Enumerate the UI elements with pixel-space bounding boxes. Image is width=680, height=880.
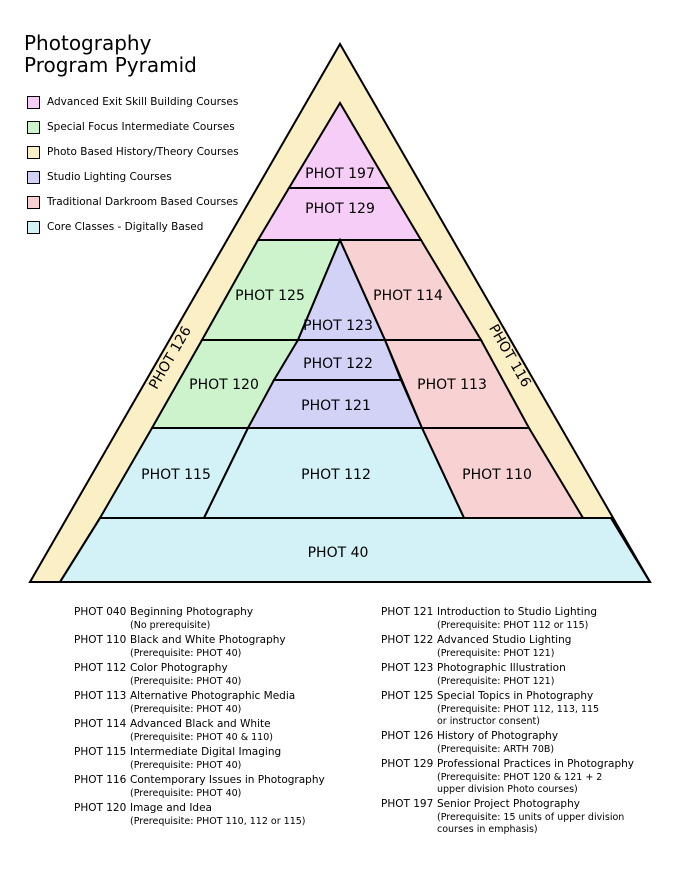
block-label-phot121: PHOT 121 [301,398,371,414]
course-code: PHOT 129 [381,758,434,770]
block-label-phot129: PHOT 129 [305,201,375,217]
course-prereq-line: (Prerequisite: PHOT 120 & 121 + 2 [437,772,603,783]
course-prereq-line: (Prerequisite: PHOT 112, 113, 115 [437,704,600,715]
block-label-phot40: PHOT 40 [308,545,369,561]
course-prereq: (Prerequisite: PHOT 40 & 110) [130,732,273,744]
course-prereq-line: (Prerequisite: PHOT 112 or 115) [437,620,589,631]
legend-swatch [27,221,40,234]
course-prereq: (No prerequisite) [130,620,210,632]
course-name: Beginning Photography [130,606,254,618]
title-line-1: Photography [24,31,152,55]
course-code: PHOT 115 [74,746,127,758]
block-label-phot113: PHOT 113 [417,377,487,393]
course-name: Professional Practices in Photography [437,758,634,770]
course-prereq-line: (Prerequisite: PHOT 40) [130,704,242,715]
course-name: Advanced Black and White [130,718,271,730]
course-name: Special Topics in Photography [437,690,594,702]
course-prereq-line: courses in emphasis) [437,824,538,835]
course-prereq-line: (Prerequisite: PHOT 40) [130,788,242,799]
course-prereq: (Prerequisite: PHOT 121) [437,648,554,660]
block-label-phot112: PHOT 112 [301,467,371,483]
course-code: PHOT 116 [74,774,127,786]
legend-swatch [27,196,40,209]
block-label-phot114: PHOT 114 [373,288,443,304]
course-code: PHOT 114 [74,718,127,730]
course-code: PHOT 040 [74,606,127,618]
frame-right-edge [610,517,651,583]
legend-label: Traditional Darkroom Based Courses [47,196,239,208]
course-name: Color Photography [130,662,228,674]
course-prereq-line: (Prerequisite: PHOT 121) [437,676,555,687]
course-prereq: (Prerequisite: PHOT 40) [130,676,241,688]
course-name: Intermediate Digital Imaging [130,746,282,758]
legend-label: Core Classes - Digitally Based [47,221,204,233]
legend-swatch [27,171,40,184]
legend-swatch [27,121,40,134]
block-label-phot122: PHOT 122 [303,356,373,372]
course-prereq: (Prerequisite: ARTH 70B) [437,744,554,756]
course-name: History of Photography [437,730,559,742]
course-code: PHOT 112 [74,662,127,674]
legend-swatch [27,96,40,109]
course-prereq-line: (Prerequisite: PHOT 40) [130,648,242,659]
course-name: Contemporary Issues in Photography [130,774,325,786]
course-prereq-line: (Prerequisite: PHOT 121) [437,648,555,659]
course-prereq: (Prerequisite: PHOT 112 or 115) [437,620,588,632]
course-name: Black and White Photography [130,634,286,646]
course-prereq: (Prerequisite: PHOT 40) [130,760,241,772]
course-prereq-line: (Prerequisite: PHOT 40) [130,676,242,687]
course-code: PHOT 123 [381,662,434,674]
block-label-phot120: PHOT 120 [189,377,259,393]
legend-label: Studio Lighting Courses [47,171,172,183]
frame-left-edge [59,517,101,583]
course-prereq-line: (Prerequisite: PHOT 110, 112 or 115) [130,816,306,827]
course-code: PHOT 122 [381,634,434,646]
course-name: Introduction to Studio Lighting [437,606,598,618]
course-prereq-line: upper division Photo courses) [437,784,578,795]
course-code: PHOT 197 [381,798,434,810]
title-line-2: Program Pyramid [24,53,197,77]
legend-label: Photo Based History/Theory Courses [47,146,239,158]
block-label-phot123: PHOT 123 [303,318,373,334]
block-label-phot197: PHOT 197 [305,166,375,182]
course-code: PHOT 113 [74,690,127,702]
course-prereq: (Prerequisite: PHOT 40) [130,648,241,660]
course-prereq: (Prerequisite: PHOT 110, 112 or 115) [130,816,306,828]
course-prereq: (Prerequisite: PHOT 40) [130,704,241,716]
course-prereq-line: or instructor consent) [437,716,540,727]
course-prereq: (Prerequisite: PHOT 121) [437,676,554,688]
course-code: PHOT 121 [381,606,434,618]
course-prereq-line: (Prerequisite: 15 units of upper divisio… [437,812,625,823]
course-prereq-line: (Prerequisite: ARTH 70B) [437,744,555,755]
course-prereq-line: (No prerequisite) [130,620,211,631]
course-prereq: (Prerequisite: PHOT 40) [130,788,241,800]
legend-swatch [27,146,40,159]
course-code: PHOT 125 [381,690,434,702]
course-name: Alternative Photographic Media [130,690,296,702]
course-prereq: (Prerequisite: 15 units of upper divisio… [437,812,624,836]
course-name: Senior Project Photography [437,798,580,810]
course-name: Advanced Studio Lighting [437,634,572,646]
course-code: PHOT 110 [74,634,127,646]
course-prereq-line: (Prerequisite: PHOT 40 & 110) [130,732,273,743]
block-label-phot110: PHOT 110 [462,467,532,483]
legend-label: Special Focus Intermediate Courses [47,121,235,133]
block-label-phot125: PHOT 125 [235,288,305,304]
course-name: Photographic Illustration [437,662,566,674]
course-code: PHOT 126 [381,730,434,742]
block-label-phot115: PHOT 115 [141,467,211,483]
course-prereq-line: (Prerequisite: PHOT 40) [130,760,242,771]
page-title: Photography Program Pyramid [24,32,197,76]
legend-label: Advanced Exit Skill Building Courses [47,96,239,108]
course-name: Image and Idea [130,802,212,814]
course-code: PHOT 120 [74,802,127,814]
